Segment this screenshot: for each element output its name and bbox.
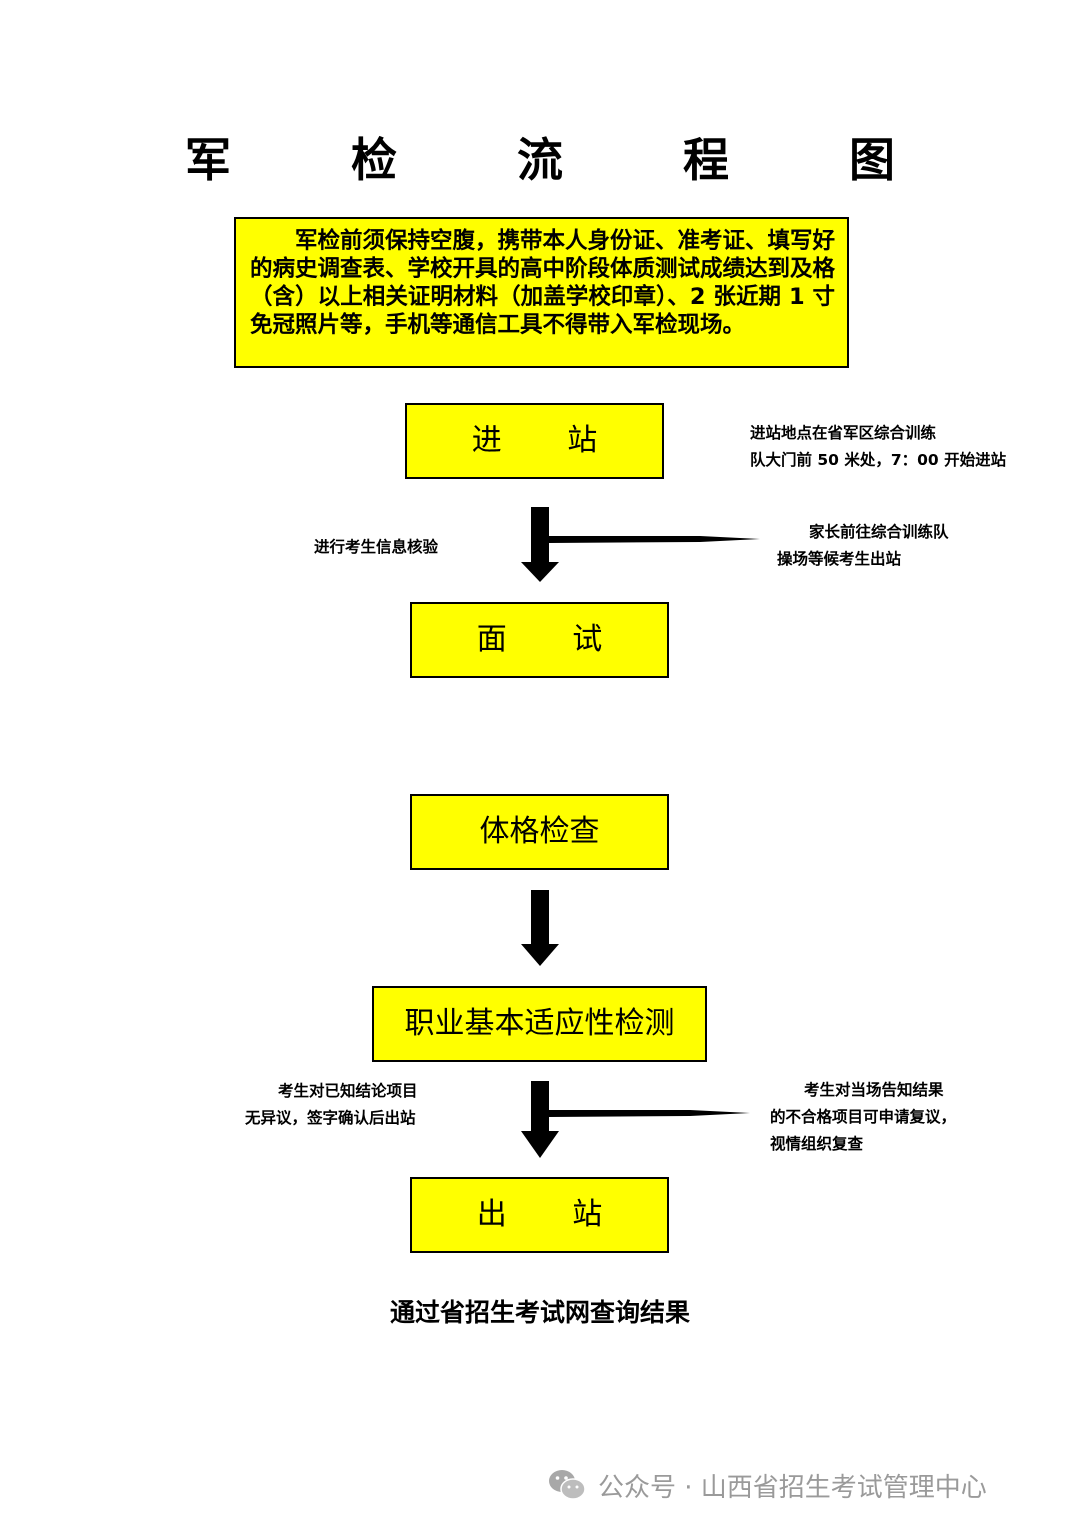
recheck-line-1: 考生对当场告知结果	[804, 1081, 944, 1099]
arrow-physical-to-aptitude	[521, 890, 559, 966]
result-query-text: 通过省招生考试网查询结果	[389, 1298, 690, 1327]
no-objection-note: 考生对已知结论项目 无异议，签字确认后出站	[245, 1078, 418, 1132]
step-aptitude-box: 职业基本适应性检测	[372, 986, 707, 1062]
watermark-text: 公众号 · 山西省招生考试管理中心	[598, 1472, 987, 1503]
entry-location-note: 进站地点在省军区综合训练 队大门前 50 米处，7：00 开始进站	[750, 420, 1006, 474]
step-aptitude-label: 职业基本适应性检测	[404, 1006, 675, 1041]
step-physical-label: 体格检查	[479, 814, 600, 849]
notice-box: 军检前须保持空腹，携带本人身份证、准考证、填写好的病史调查表、学校开具的高中阶段…	[234, 217, 849, 368]
step-interview-box: 面 试	[410, 602, 669, 678]
arrow-to-parents	[549, 536, 760, 543]
page-title: 军 检 流 程 图	[184, 133, 948, 187]
no-objection-line-1: 考生对已知结论项目	[278, 1082, 418, 1100]
step-exit-box: 出 站	[410, 1177, 669, 1253]
step-physical-box: 体格检查	[410, 794, 669, 870]
step-exit-label: 出 站	[476, 1197, 631, 1232]
step-interview-label: 面 试	[476, 622, 631, 657]
wechat-icon	[549, 1470, 586, 1500]
recheck-note: 考生对当场告知结果 的不合格项目可申请复议， 视情组织复查	[770, 1077, 956, 1158]
arrow-to-recheck	[549, 1110, 750, 1117]
parents-line-2: 操场等候考生出站	[777, 550, 902, 568]
no-objection-line-2: 无异议，签字确认后出站	[245, 1109, 416, 1127]
parents-line-1: 家长前往综合训练队	[809, 523, 949, 541]
recheck-line-2: 的不合格项目可申请复议，	[770, 1108, 957, 1126]
parents-note: 家长前往综合训练队 操场等候考生出站	[777, 519, 949, 573]
arrow-entry-to-interview	[521, 507, 559, 582]
entry-location-line-1: 进站地点在省军区综合训练	[750, 424, 937, 442]
info-check-note: 进行考生信息核验	[314, 538, 439, 556]
watermark: 公众号 · 山西省招生考试管理中心	[548, 1462, 987, 1508]
recheck-line-3: 视情组织复查	[770, 1135, 864, 1153]
arrow-aptitude-to-exit	[521, 1081, 559, 1158]
step-entry-label: 进 站	[471, 423, 626, 458]
entry-location-line-2: 队大门前 50 米处，7：00 开始进站	[750, 451, 1007, 469]
step-entry-box: 进 站	[405, 403, 664, 479]
